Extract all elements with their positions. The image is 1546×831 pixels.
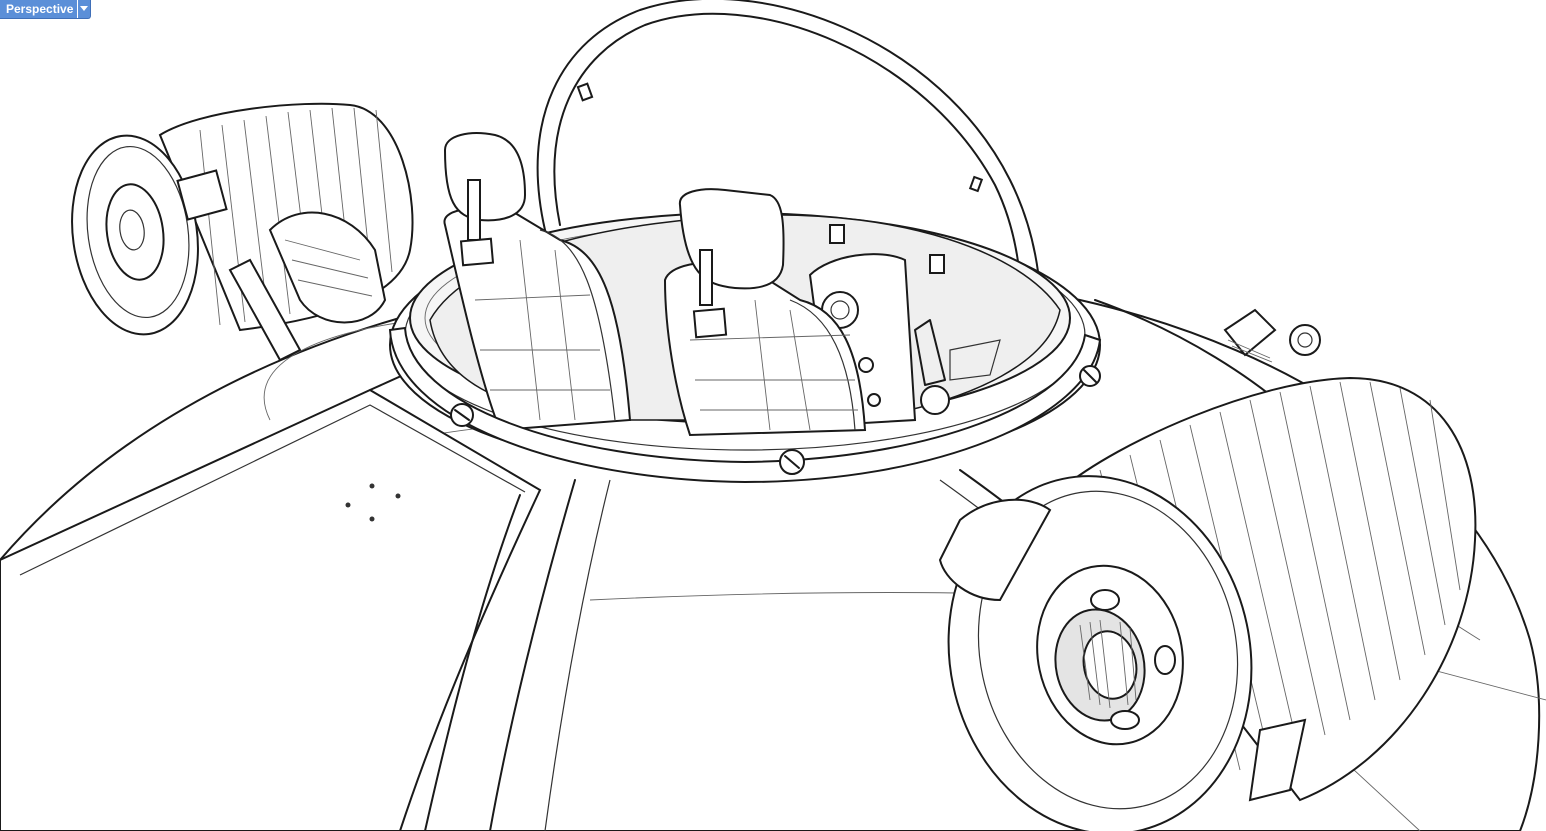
hatch-panel [0,371,611,831]
cockpit-ring-lip [388,326,1102,484]
canopy-arch [536,0,1043,381]
engine-left [71,102,414,362]
viewport-title-label[interactable]: Perspective [6,2,74,16]
seat-rear [443,132,632,432]
viewport-title-tab[interactable]: Perspective [0,0,92,19]
viewport-menu-dropdown[interactable] [77,0,90,18]
rear-antenna [1223,308,1321,363]
engine-right [938,376,1477,831]
seat-front [663,188,867,437]
triangle-down-icon [80,6,89,11]
